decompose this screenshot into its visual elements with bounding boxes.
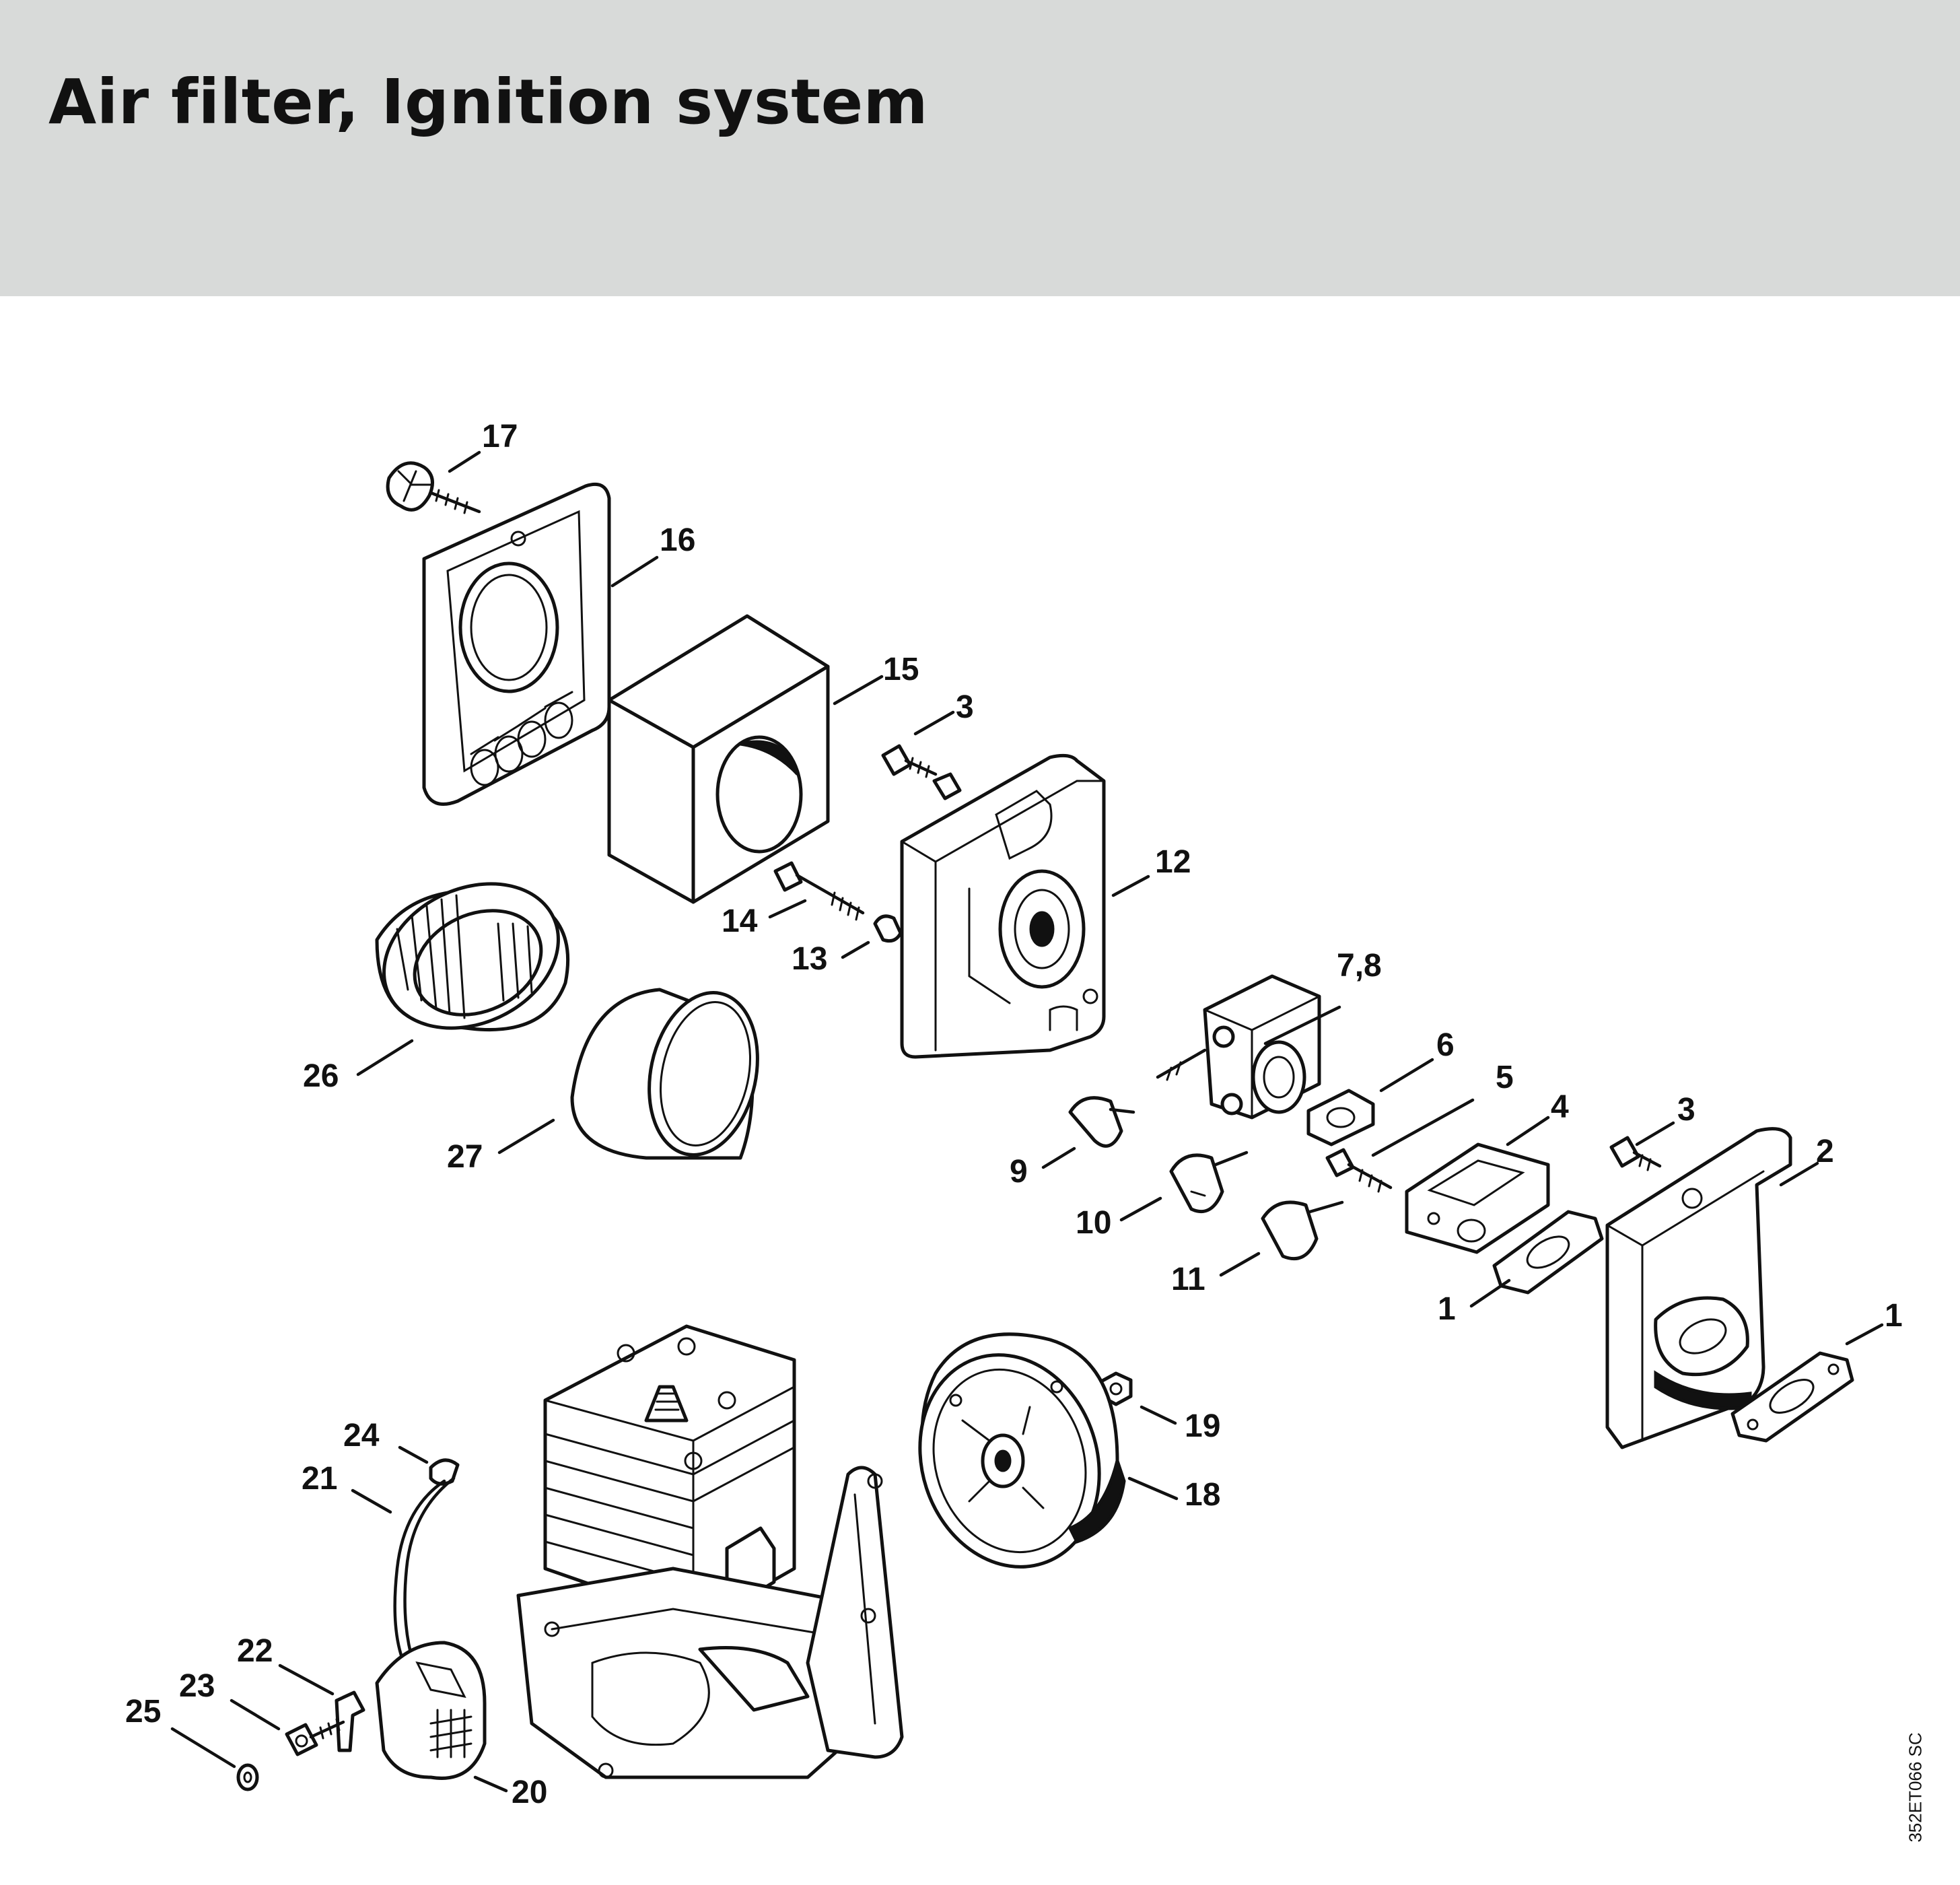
leader-14 <box>768 899 807 919</box>
leader-24 <box>398 1445 429 1464</box>
part-5-screw <box>1325 1148 1393 1193</box>
leader-4 <box>1506 1116 1550 1146</box>
label-4: 4 <box>1551 1089 1569 1125</box>
label-24: 24 <box>343 1418 380 1453</box>
leader-22 <box>278 1664 335 1696</box>
leader-25 <box>170 1727 236 1769</box>
leader-9 <box>1041 1146 1076 1169</box>
drawing-reference-code-text: 352ET066 SC <box>1905 1732 1926 1843</box>
part-6-gasket <box>1306 1089 1375 1146</box>
label-6: 6 <box>1436 1027 1455 1063</box>
label-20: 20 <box>512 1775 547 1810</box>
leader-6 <box>1379 1058 1434 1093</box>
label-2: 2 <box>1816 1134 1834 1169</box>
part-27-prefilter-band <box>570 988 759 1160</box>
label-3-upper: 3 <box>956 689 974 725</box>
leader-18 <box>1127 1476 1179 1501</box>
label-22: 22 <box>237 1633 273 1669</box>
part-17-knob-screw <box>386 461 481 514</box>
engine-cylinder-crankcase <box>516 1324 904 1779</box>
part-16-filter-cover <box>422 482 611 806</box>
part-20-ignition-module <box>375 1641 487 1780</box>
leader-2 <box>1779 1161 1819 1187</box>
label-17: 17 <box>482 419 518 454</box>
header-band: Air filter, Ignition system <box>0 0 1960 296</box>
leader-5 <box>1371 1098 1475 1157</box>
leader-20 <box>473 1775 508 1793</box>
part-13-sleeve <box>873 914 903 943</box>
part-18-flywheel <box>918 1332 1126 1569</box>
part-26-filter-element <box>375 882 570 1032</box>
page-title: Air filter, Ignition system <box>48 66 929 138</box>
leader-13 <box>841 940 870 959</box>
leader-21 <box>351 1488 392 1514</box>
drawing-reference-code: 352ET066 SC <box>1902 1732 1929 1842</box>
label-16: 16 <box>660 522 695 558</box>
label-23: 23 <box>179 1668 215 1704</box>
part-25-washer <box>236 1763 259 1791</box>
leader-19 <box>1140 1405 1177 1425</box>
label-5: 5 <box>1496 1060 1514 1095</box>
leader-15 <box>833 675 884 706</box>
part-15-foam-block <box>607 614 830 904</box>
label-1-left: 1 <box>1438 1291 1456 1327</box>
label-14: 14 <box>722 903 758 939</box>
label-12: 12 <box>1155 844 1191 880</box>
label-3-right: 3 <box>1677 1092 1695 1128</box>
part-3-screw-upper <box>881 744 962 800</box>
leader-27 <box>497 1118 555 1155</box>
label-15: 15 <box>883 652 919 687</box>
leader-23 <box>230 1699 281 1731</box>
part-11-knob <box>1261 1200 1344 1261</box>
leader-1-right <box>1845 1323 1884 1346</box>
label-11: 11 <box>1171 1262 1205 1297</box>
leader-16 <box>610 555 659 588</box>
part-21-24-ignition-lead <box>393 1458 460 1665</box>
label-27: 27 <box>447 1139 483 1175</box>
part-10-knob <box>1169 1151 1249 1214</box>
part-23-screw <box>285 1718 345 1756</box>
label-7-8: 7,8 <box>1337 948 1382 984</box>
label-13: 13 <box>792 941 827 977</box>
part-22-bracket <box>335 1690 365 1752</box>
leader-11 <box>1219 1252 1261 1277</box>
label-9: 9 <box>1010 1154 1028 1190</box>
part-2-muffler <box>1605 1127 1792 1449</box>
leader-3-upper <box>913 710 955 736</box>
leader-1-left <box>1469 1278 1511 1308</box>
label-26: 26 <box>303 1058 339 1094</box>
leader-7-8 <box>1263 1005 1341 1046</box>
leader-10 <box>1119 1196 1162 1222</box>
part-9-knob <box>1068 1096 1135 1148</box>
part-1-gasket-right <box>1730 1351 1854 1443</box>
leader-17 <box>448 450 481 473</box>
part-14-long-screw <box>773 861 865 921</box>
part-12-base-plate <box>900 753 1106 1059</box>
label-1-right: 1 <box>1885 1298 1903 1334</box>
label-21: 21 <box>302 1461 337 1497</box>
part-7-8-carburetor <box>1156 974 1321 1120</box>
label-19: 19 <box>1185 1408 1220 1444</box>
label-25: 25 <box>125 1694 161 1729</box>
leader-3-right <box>1635 1121 1675 1146</box>
label-18: 18 <box>1185 1477 1220 1513</box>
part-4-flange <box>1405 1142 1550 1254</box>
leader-26 <box>356 1039 414 1076</box>
label-10: 10 <box>1076 1205 1111 1241</box>
part-3-screw-right <box>1609 1136 1662 1171</box>
leader-12 <box>1111 875 1150 897</box>
